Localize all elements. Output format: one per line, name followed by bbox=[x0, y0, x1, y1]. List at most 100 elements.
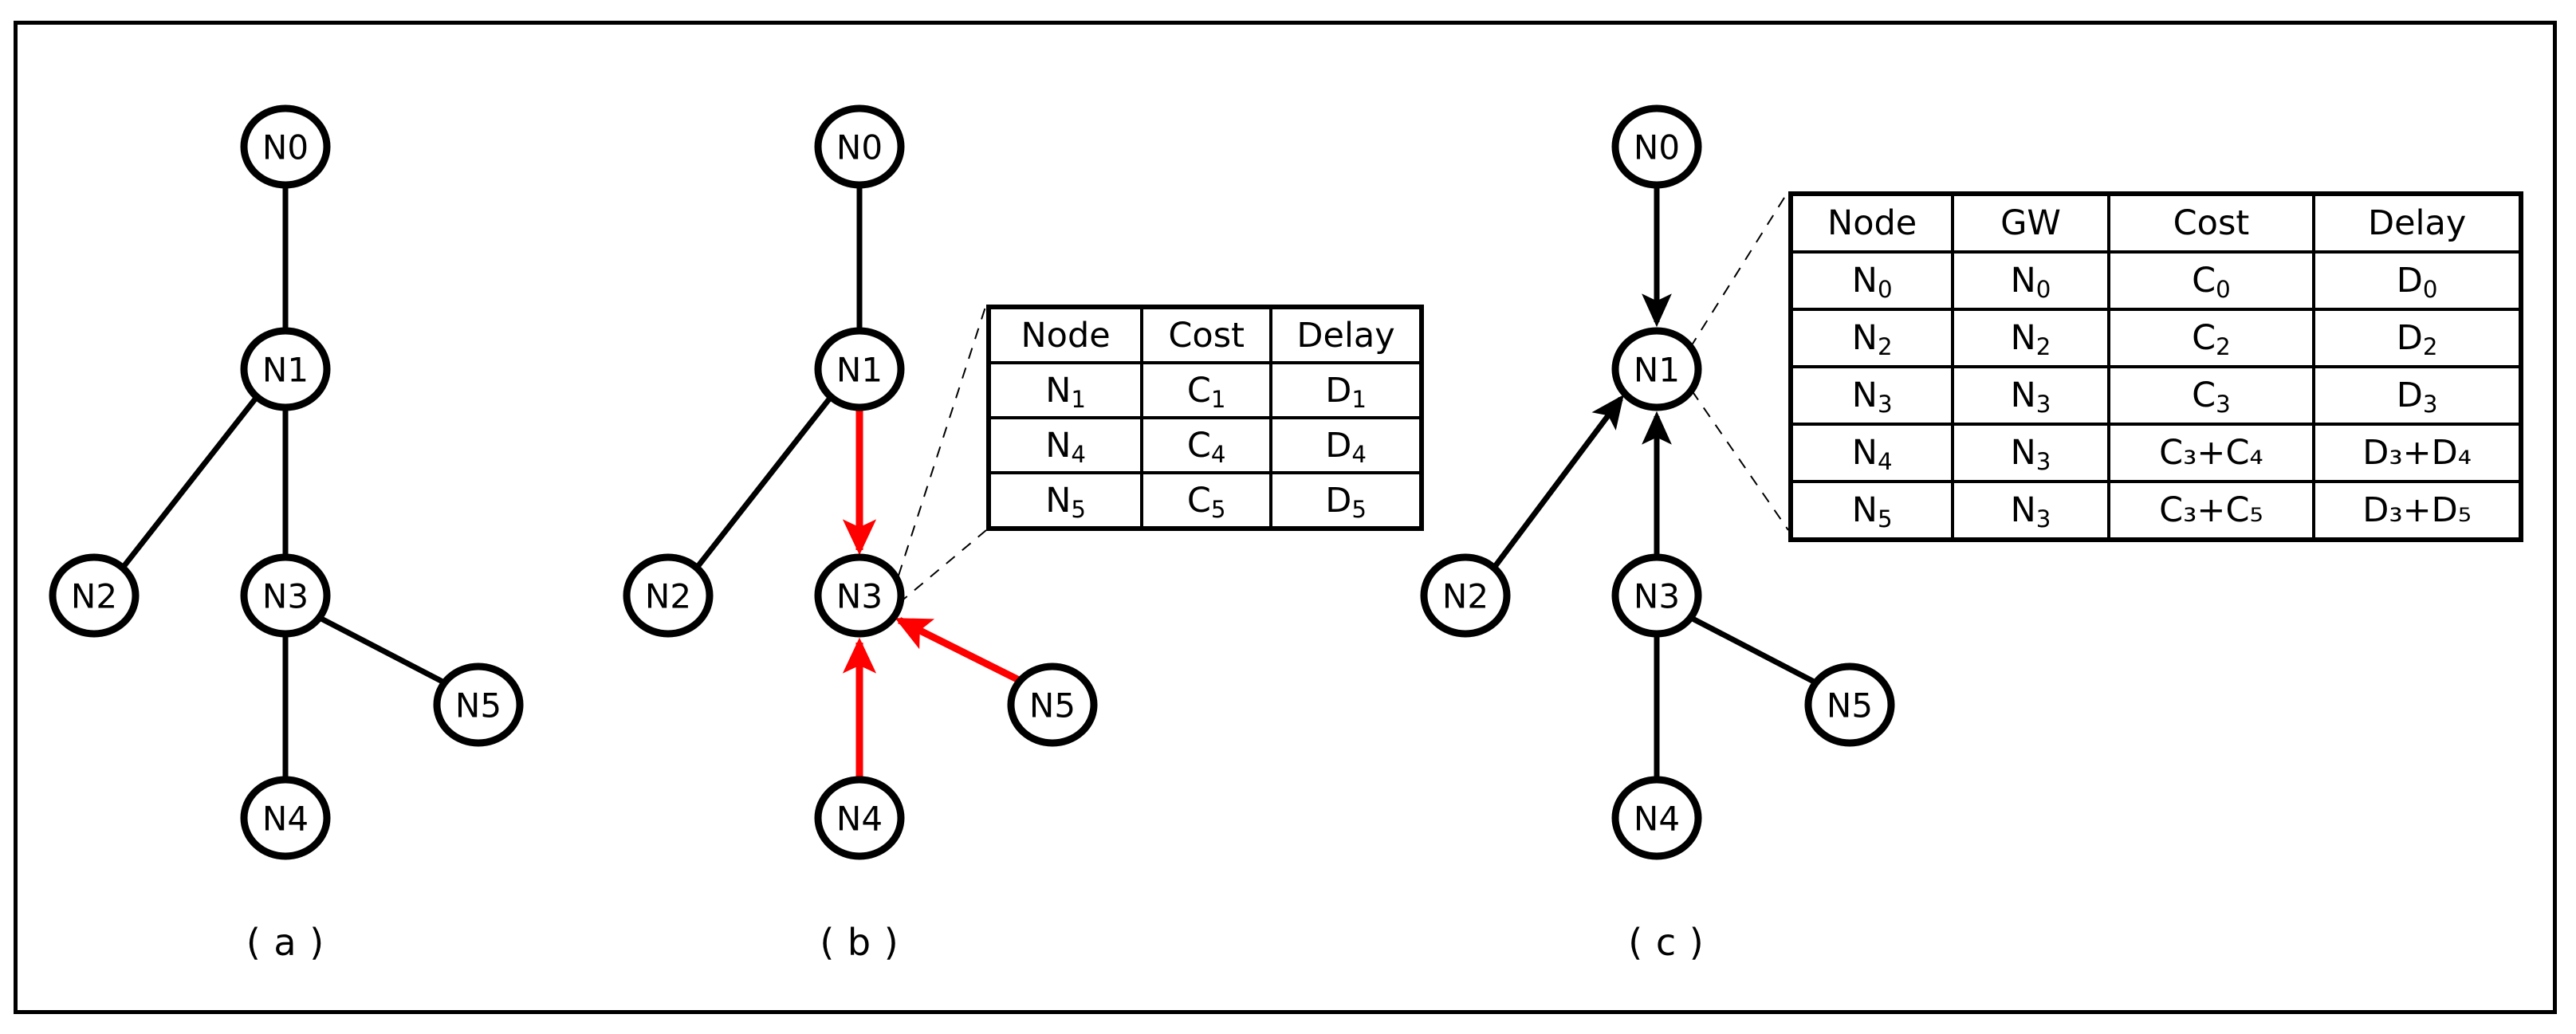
table-c-cell-gw: N2 bbox=[1951, 308, 2110, 368]
node-c-n2[interactable]: N2 bbox=[1420, 553, 1511, 638]
node-c-n3-label: N3 bbox=[1634, 577, 1680, 616]
node-a-n1-label: N1 bbox=[262, 351, 309, 390]
table-row: N3 N3 C3 D3 bbox=[1788, 365, 2523, 426]
node-b-n3-label: N3 bbox=[836, 577, 883, 616]
node-c-n0[interactable]: N0 bbox=[1611, 104, 1702, 189]
table-c-node-sub-2: 3 bbox=[1877, 391, 1893, 419]
table-c-header-row: Node GW Cost Delay bbox=[1788, 192, 2523, 254]
table-c-cost-base-1: C bbox=[2192, 318, 2216, 358]
table-b-cell-cost: C5 bbox=[1140, 471, 1273, 530]
table-b-node-sub-0: 1 bbox=[1071, 385, 1087, 413]
table-c-header-node: Node bbox=[1788, 192, 1955, 254]
node-a-n3-label: N3 bbox=[262, 577, 309, 616]
table-b-cell-node: N4 bbox=[986, 416, 1144, 474]
table-c-cell-gw: N3 bbox=[1951, 423, 2110, 483]
node-b-n3[interactable]: N3 bbox=[814, 553, 905, 638]
table-c-delay-sub-1: 2 bbox=[2422, 333, 2438, 361]
table-b-cell-delay: D4 bbox=[1269, 416, 1423, 474]
table-c-cell-delay: D2 bbox=[2312, 308, 2523, 368]
node-a-n0[interactable]: N0 bbox=[240, 104, 331, 189]
table-c-cell-gw: N3 bbox=[1951, 365, 2110, 426]
table-b-delay-sub-0: 1 bbox=[1351, 385, 1367, 413]
table-b-cost-sub-2: 5 bbox=[1210, 495, 1226, 523]
table-c-delay-base-0: D bbox=[2396, 261, 2423, 301]
table-c-cell-delay: D0 bbox=[2312, 250, 2523, 311]
node-b-n2-label: N2 bbox=[645, 577, 691, 616]
node-b-n4-label: N4 bbox=[836, 800, 883, 839]
node-b-n0-label: N0 bbox=[836, 128, 883, 167]
edge-c-n3-n5 bbox=[1689, 615, 1817, 686]
node-a-n4[interactable]: N4 bbox=[240, 776, 331, 860]
node-b-n2[interactable]: N2 bbox=[623, 553, 714, 638]
node-c-n3[interactable]: N3 bbox=[1611, 553, 1702, 638]
table-b-delay-base-2: D bbox=[1325, 480, 1352, 521]
panel-b-graph: N0 N1 N2 N3 N4 N5 bbox=[623, 104, 1098, 860]
table-c-delay-sub-0: 0 bbox=[2422, 276, 2438, 304]
panel-c-graph: N0 N1 N2 N3 N4 N5 bbox=[1420, 104, 1895, 860]
routing-table-panel-b: Node Cost Delay N1 C1 D1 N4 C4 D4 N5 C5 … bbox=[986, 305, 1424, 531]
edge-b-n5-to-n3-arrow bbox=[895, 616, 1025, 686]
table-row: N5 C5 D5 bbox=[986, 471, 1423, 530]
table-b-cost-base-2: C bbox=[1186, 480, 1211, 521]
table-c-gw-base-2: N bbox=[2010, 375, 2036, 415]
node-a-n5[interactable]: N5 bbox=[433, 662, 524, 747]
table-b-node-base-0: N bbox=[1045, 370, 1072, 411]
table-b-header-row: Node Cost Delay bbox=[986, 305, 1423, 364]
table-c-node-sub-1: 2 bbox=[1877, 333, 1893, 361]
table-c-cell-cost: C₃+C₄ bbox=[2106, 423, 2316, 483]
edge-c-n2-to-n1-arrow bbox=[1492, 394, 1624, 570]
node-b-n5-label: N5 bbox=[1029, 686, 1076, 725]
table-c-cell-node: N2 bbox=[1788, 308, 1955, 368]
table-c-cell-cost: C2 bbox=[2106, 308, 2316, 368]
node-a-n1[interactable]: N1 bbox=[240, 327, 331, 411]
table-c-gw-sub-4: 3 bbox=[2035, 505, 2051, 533]
node-a-n2-label: N2 bbox=[71, 577, 117, 616]
node-a-n3[interactable]: N3 bbox=[240, 553, 331, 638]
table-b-delay-sub-1: 4 bbox=[1351, 440, 1367, 468]
node-b-n4[interactable]: N4 bbox=[814, 776, 905, 860]
table-c-node-base-2: N bbox=[1851, 375, 1878, 415]
table-c-cell-node: N3 bbox=[1788, 365, 1955, 426]
node-a-n4-label: N4 bbox=[262, 800, 309, 839]
table-c-delay-sub-2: 3 bbox=[2422, 391, 2438, 419]
table-row: N4 N3 C₃+C₄ D₃+D₄ bbox=[1788, 423, 2523, 483]
node-c-n5[interactable]: N5 bbox=[1804, 662, 1895, 747]
table-c-node-base-3: N bbox=[1851, 433, 1878, 473]
table-c-cell-node: N5 bbox=[1788, 480, 1955, 541]
leader-c-bottom bbox=[1691, 390, 1789, 531]
table-c-cell-delay: D₃+D₅ bbox=[2312, 480, 2523, 541]
node-a-n2[interactable]: N2 bbox=[49, 553, 140, 638]
table-c-node-sub-3: 4 bbox=[1877, 448, 1893, 476]
edge-a-n3-n5 bbox=[318, 615, 446, 686]
table-c-gw-base-1: N bbox=[2010, 318, 2036, 358]
table-b-node-base-2: N bbox=[1045, 480, 1072, 521]
leader-c-top bbox=[1689, 191, 1789, 348]
table-c-node-base-0: N bbox=[1851, 261, 1878, 301]
node-c-n1[interactable]: N1 bbox=[1611, 327, 1702, 411]
node-a-n0-label: N0 bbox=[262, 128, 309, 167]
table-c-node-base-1: N bbox=[1851, 318, 1878, 358]
node-c-n4[interactable]: N4 bbox=[1611, 776, 1702, 860]
table-b-cost-sub-0: 1 bbox=[1210, 385, 1226, 413]
table-c-header-gw: GW bbox=[1951, 192, 2110, 254]
table-b-node-base-1: N bbox=[1045, 425, 1072, 466]
table-c-delay-base-1: D bbox=[2396, 318, 2423, 358]
table-c-cell-cost: C₃+C₅ bbox=[2106, 480, 2316, 541]
table-c-node-base-4: N bbox=[1851, 490, 1878, 530]
node-c-n0-label: N0 bbox=[1634, 128, 1680, 167]
table-row: N2 N2 C2 D2 bbox=[1788, 308, 2523, 368]
table-c-cost-sub-2: 3 bbox=[2216, 391, 2231, 419]
table-b-cost-base-1: C bbox=[1186, 425, 1211, 466]
node-c-n5-label: N5 bbox=[1827, 686, 1873, 725]
node-a-n5-label: N5 bbox=[455, 686, 501, 725]
routing-table-panel-c: Node GW Cost Delay N0 N0 C0 D0 N2 N2 C2 … bbox=[1788, 191, 2523, 542]
table-c-cell-cost: C3 bbox=[2106, 365, 2316, 426]
node-b-n5[interactable]: N5 bbox=[1007, 662, 1098, 747]
node-b-n1[interactable]: N1 bbox=[814, 327, 905, 411]
node-b-n0[interactable]: N0 bbox=[814, 104, 905, 189]
table-c-cell-node: N0 bbox=[1788, 250, 1955, 311]
table-c-cell-node: N4 bbox=[1788, 423, 1955, 483]
table-row: N4 C 4 D4 bbox=[986, 416, 1423, 474]
